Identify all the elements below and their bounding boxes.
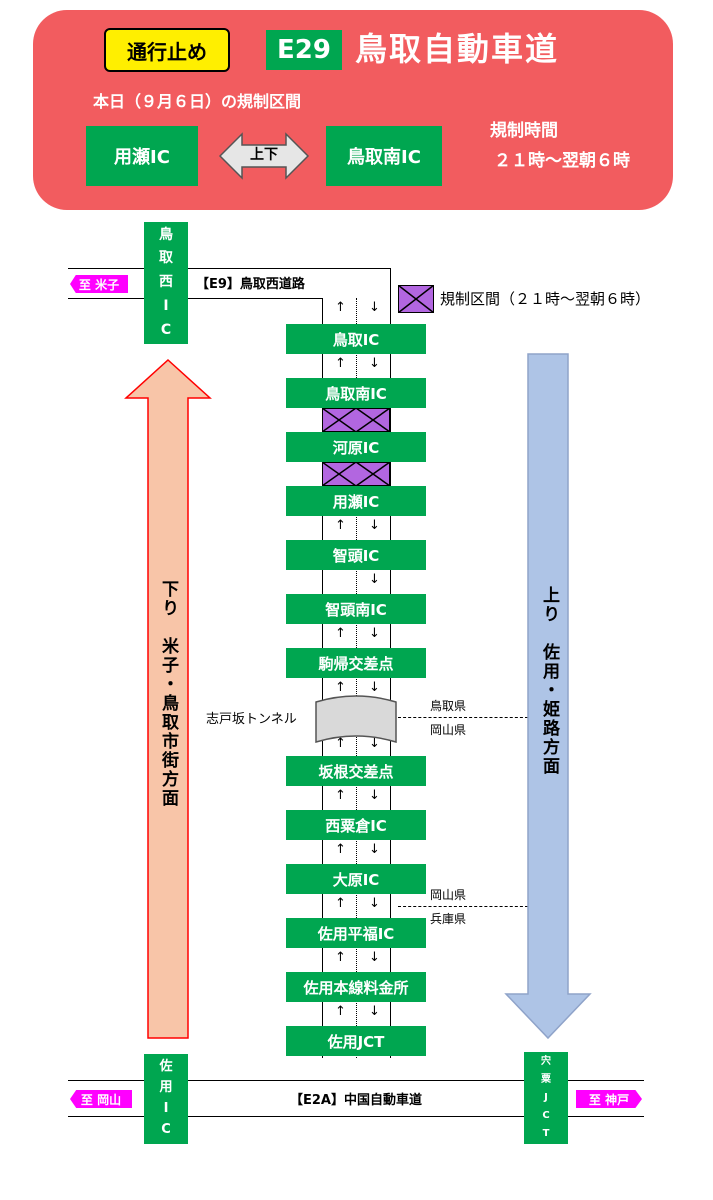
closure-time-title: 規制時間 xyxy=(490,121,558,141)
station-sayo-toll-gate: 佐用本線料金所 xyxy=(286,972,426,1002)
direction-label: 上下 xyxy=(250,147,278,163)
e2a-road-label: 【E2A】中国自動車道 xyxy=(290,1093,422,1108)
station-mochigase-ic: 用瀬IC xyxy=(286,486,426,516)
dest-yonago-sign: 至 米子 xyxy=(70,275,128,293)
closure-legend-label: 規制区間（２１時～翌朝６時） xyxy=(440,290,651,308)
e2a-road-bottom-edge xyxy=(68,1116,644,1117)
down-direction-label: 下り 米子・鳥取市街方面 xyxy=(158,580,178,808)
e9-road-top-edge xyxy=(68,268,390,269)
tunnel-label: 志戸坂トンネル xyxy=(206,712,297,727)
closure-legend-swatch xyxy=(398,285,434,313)
prefecture-border-okayama-hyogo xyxy=(398,906,528,907)
tunnel-icon xyxy=(315,695,397,744)
both-directions-arrow-icon xyxy=(218,132,310,180)
e9-road-bottom-edge xyxy=(68,298,322,299)
up-direction-label: 上り 佐用・姫路方面 xyxy=(539,586,559,776)
e29-road-west-edge xyxy=(322,298,323,1058)
route-code-badge: E29 xyxy=(266,30,342,70)
dest-okayama-sign: 至 岡山 xyxy=(70,1090,132,1108)
pref-label-tottori: 鳥取県 xyxy=(430,699,467,713)
down-direction-arrow-icon xyxy=(124,358,212,1039)
up-direction-arrow-icon xyxy=(504,353,592,1040)
station-ohara-ic: 大原IC xyxy=(286,864,426,894)
route-name: 鳥取自動車道 xyxy=(355,30,560,68)
station-tottori-ic: 鳥取IC xyxy=(286,324,426,354)
prefecture-border-tottori-okayama xyxy=(398,717,528,718)
station-tottori-minami-ic: 鳥取南IC xyxy=(286,378,426,408)
closure-to-ic: 鳥取南IC xyxy=(326,126,442,186)
station-sayo-hirafuku-ic: 佐用平福IC xyxy=(286,918,426,948)
closed-segment-tottori-minami-kawahara xyxy=(322,408,390,432)
e29-road-east-edge xyxy=(390,324,391,1058)
pref-label-okayama-1: 岡山県 xyxy=(430,723,467,737)
e29-road-centerline xyxy=(356,298,357,1058)
closure-from-ic: 用瀬IC xyxy=(86,126,198,186)
e2a-road-top-edge xyxy=(68,1080,644,1081)
station-kawahara-ic: 河原IC xyxy=(286,432,426,462)
station-chizu-ic: 智頭IC xyxy=(286,540,426,570)
dest-kobe-sign: 至 神戸 xyxy=(576,1090,642,1108)
station-chizu-minami-ic: 智頭南IC xyxy=(286,594,426,624)
closure-time-range: ２１時～翌朝６時 xyxy=(494,151,630,171)
e9-road-label: 【E9】鳥取西道路 xyxy=(196,277,305,292)
station-sakane-intersection: 坂根交差点 xyxy=(286,756,426,786)
closure-date-label: 本日（９月６日）の規制区間 xyxy=(93,92,302,111)
closed-segment-kawahara-mochigase xyxy=(322,462,390,486)
station-sayo-jct: 佐用JCT xyxy=(286,1026,426,1056)
pref-label-hyogo: 兵庫県 xyxy=(430,912,467,926)
station-komagaeri-intersection: 駒帰交差点 xyxy=(286,648,426,678)
closure-status-badge: 通行止め xyxy=(104,28,230,72)
e29-road-east-edge-top xyxy=(390,268,391,324)
pref-label-okayama-2: 岡山県 xyxy=(430,888,467,902)
station-nishiawakura-ic: 西粟倉IC xyxy=(286,810,426,840)
